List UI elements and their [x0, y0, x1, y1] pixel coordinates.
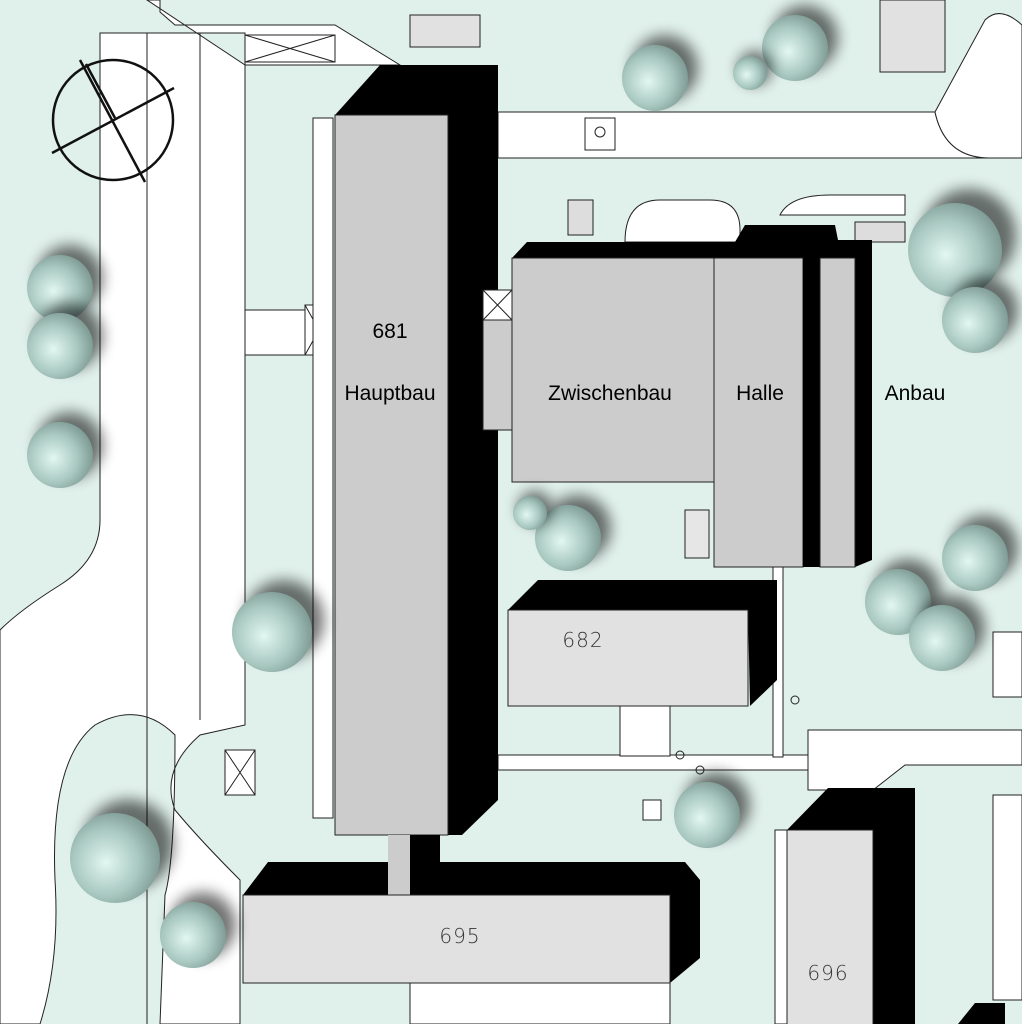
tree-icon [865, 569, 931, 635]
building-zwischenbau-halle-anbau[interactable]: Zwischenbau Halle Anbau [511, 225, 946, 568]
tree-icon [762, 15, 828, 81]
tree-icon [513, 496, 547, 530]
building-name-halle: Halle [736, 382, 784, 405]
building-number-696: 696 [807, 961, 848, 985]
tree-icon [908, 203, 1002, 297]
building-695[interactable]: 695 [242, 835, 700, 984]
tree-icon [27, 422, 93, 488]
building-682[interactable]: 682 [507, 580, 777, 707]
building-name-zwischenbau: Zwischenbau [548, 382, 672, 405]
tree-icon [160, 902, 226, 968]
trees [27, 5, 1018, 968]
building-name-hauptbau: Hauptbau [344, 382, 435, 405]
building-partial-bottom-right [958, 1003, 1005, 1024]
building-681-hauptbau[interactable]: 681 Hauptbau [334, 65, 498, 836]
tree-icon [232, 592, 312, 672]
building-number-682: 682 [562, 628, 603, 652]
tree-icon [27, 313, 93, 379]
building-connector [482, 289, 513, 431]
building-name-anbau: Anbau [885, 382, 946, 405]
tree-icon [674, 782, 740, 848]
tree-icon [70, 813, 160, 903]
building-696[interactable]: 696 [786, 788, 915, 1024]
north-arrow-icon [51, 58, 175, 183]
tree-icon [733, 56, 767, 90]
tree-icon [535, 505, 601, 571]
building-number-681: 681 [372, 320, 407, 343]
tree-icon [942, 525, 1008, 591]
building-number-695: 695 [439, 924, 480, 948]
tree-icon [942, 287, 1008, 353]
tree-icon [622, 45, 688, 111]
tree-icon [909, 605, 975, 671]
